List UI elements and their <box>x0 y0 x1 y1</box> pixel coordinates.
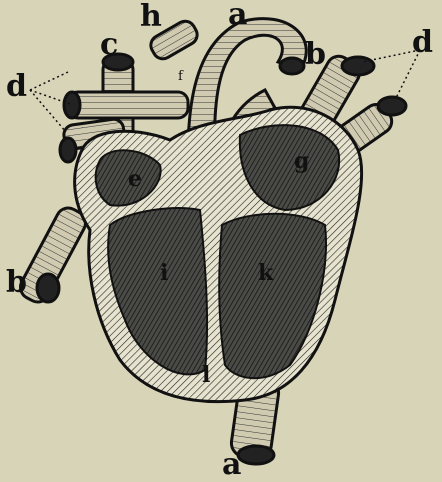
label-c: c <box>100 30 118 60</box>
label-h: h <box>140 2 162 32</box>
label-i: i <box>160 262 168 284</box>
label-b-left: b <box>6 268 27 298</box>
label-g: g <box>294 150 309 172</box>
label-d-right: d <box>412 28 433 58</box>
label-d-left: d <box>6 72 27 102</box>
label-l: l <box>202 364 210 386</box>
label-b-top-right: b <box>305 40 326 70</box>
label-e: e <box>128 168 142 190</box>
vessel-d-left-1 <box>68 92 188 118</box>
label-k: k <box>258 262 273 284</box>
label-a-top: a <box>228 0 247 30</box>
label-a-bottom: a <box>222 450 241 480</box>
label-f: f <box>178 70 183 83</box>
